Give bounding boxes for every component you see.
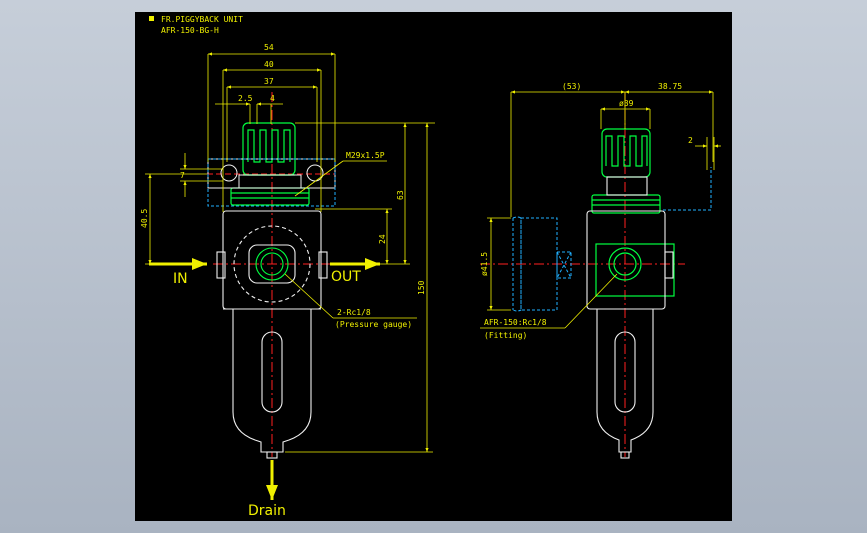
dim-24: 24: [378, 234, 387, 244]
side-knob: [591, 128, 675, 297]
fitting-note: AFR-150:Rc1/8: [484, 318, 547, 327]
dim-37: 37: [264, 77, 274, 86]
front-knob: [230, 122, 310, 206]
fitting-note-sub: (Fitting): [484, 331, 527, 340]
dim-63: 63: [396, 190, 405, 200]
out-label: OUT: [331, 269, 361, 285]
front-bowl: [232, 309, 312, 459]
dim-2-5: 2.5: [238, 94, 253, 103]
thread-note: M29x1.5P: [346, 151, 385, 160]
dim-53: (53): [562, 82, 581, 91]
dim-7: 7: [180, 171, 185, 180]
port-note-sub: (Pressure gauge): [335, 320, 412, 329]
dim-4: 4: [270, 94, 275, 103]
dim-150: 150: [417, 280, 426, 295]
title-line-2: AFR-150-BG-H: [161, 26, 219, 35]
drain-label: Drain: [248, 503, 286, 519]
dim-40-5: 40.5: [140, 209, 149, 228]
in-label: IN: [173, 271, 188, 287]
front-body: [216, 210, 328, 310]
cad-drawing: FR.PIGGYBACK UNIT AFR-150-BG-H: [140, 15, 721, 519]
drawing-canvas[interactable]: FR.PIGGYBACK UNIT AFR-150-BG-H: [135, 12, 732, 521]
title-line-1: FR.PIGGYBACK UNIT: [161, 15, 243, 24]
port-note: 2-Rc1/8: [337, 308, 371, 317]
front-view: IN OUT Drain: [140, 43, 435, 519]
side-body: [586, 176, 674, 459]
title-bullet-icon: [149, 16, 154, 21]
dim-2: 2: [688, 136, 693, 145]
dim-d39: ø39: [619, 99, 634, 108]
dim-38-75: 38.75: [658, 82, 682, 91]
side-gauge: [512, 167, 712, 312]
dim-d41-5: ø41.5: [480, 252, 489, 276]
side-view: (53) 38.75 ø39 2 ø41.5 AFR-150:Rc1/8 (Fi…: [480, 82, 721, 459]
dim-54: 54: [264, 43, 274, 52]
dim-40: 40: [264, 60, 274, 69]
